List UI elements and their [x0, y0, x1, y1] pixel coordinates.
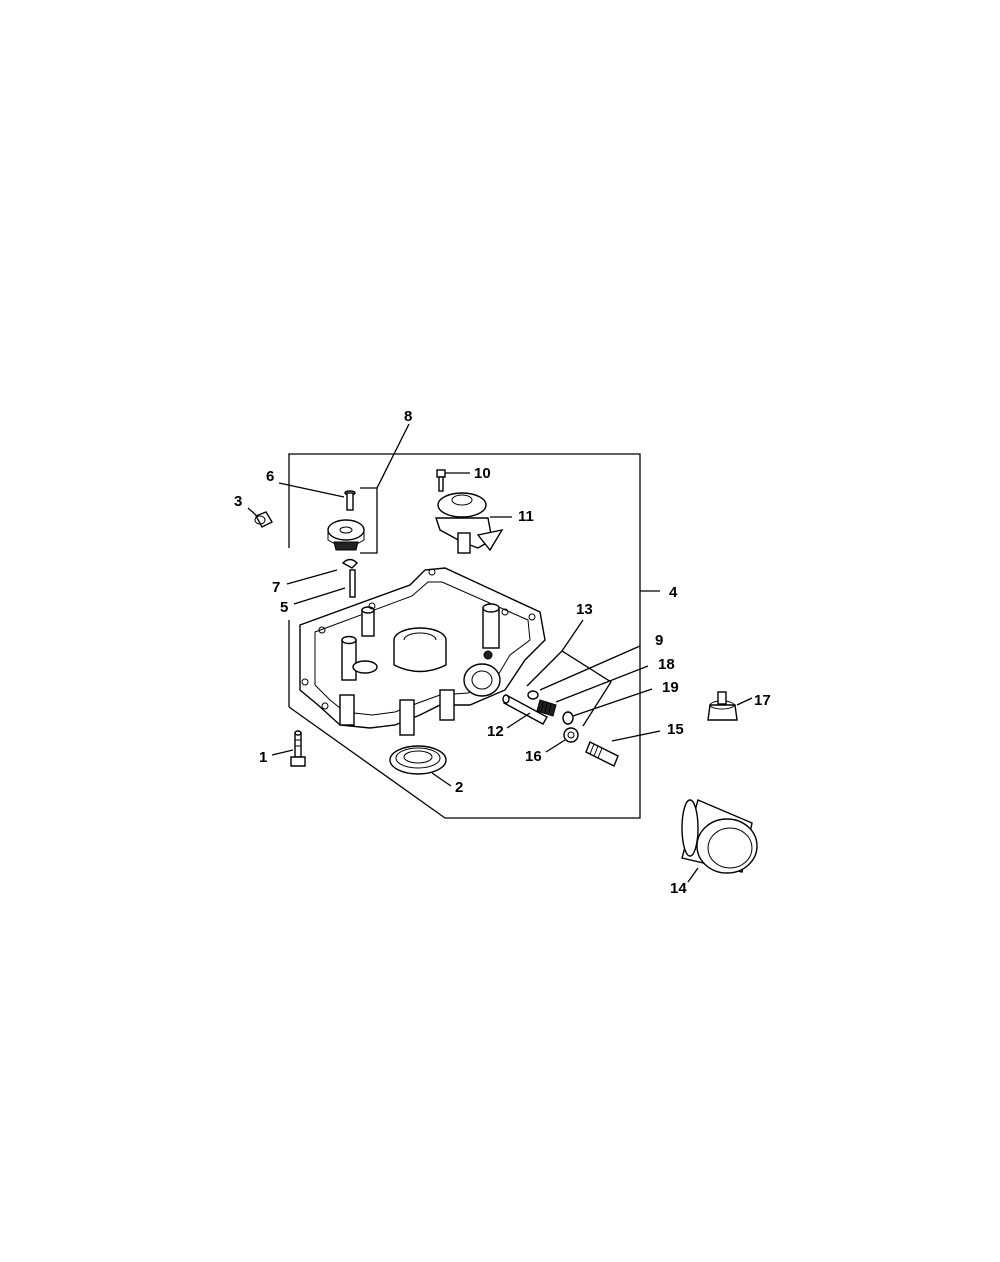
oil-seal-part-2 — [389, 745, 447, 775]
label-11: 11 — [518, 508, 534, 525]
label-18: 18 — [658, 656, 675, 673]
pipe-part-12 — [502, 694, 548, 725]
label-9: 9 — [655, 632, 663, 649]
oil-filter-part-14 — [681, 799, 758, 874]
part-labels: 1 2 3 4 5 6 7 8 9 10 11 12 13 14 15 16 1… — [234, 408, 771, 897]
washer-part-16 — [563, 727, 579, 743]
label-19: 19 — [662, 679, 679, 696]
label-13: 13 — [576, 601, 593, 618]
oil-pan — [299, 567, 546, 736]
label-6: 6 — [266, 468, 274, 485]
label-10: 10 — [474, 465, 491, 482]
o-ring-part-9 — [527, 690, 539, 700]
label-8: 8 — [404, 408, 412, 425]
gear-part-8 — [327, 519, 365, 551]
bolt-part-1 — [290, 730, 306, 767]
bracket-13 — [526, 619, 612, 727]
label-14: 14 — [670, 880, 687, 897]
label-7: 7 — [272, 579, 280, 596]
o-ring-part-19 — [562, 711, 574, 725]
label-3: 3 — [234, 493, 242, 510]
label-16: 16 — [525, 748, 542, 765]
assembly-bracket-4 — [288, 453, 660, 819]
label-5: 5 — [280, 599, 288, 616]
leader-lines — [247, 472, 753, 883]
label-2: 2 — [455, 779, 463, 796]
clip-part-7 — [341, 558, 358, 569]
bolt-part-10 — [436, 469, 446, 492]
adapter-part-15 — [585, 741, 619, 767]
label-17: 17 — [754, 692, 771, 709]
pin-part-5 — [349, 569, 356, 598]
label-4: 4 — [669, 584, 678, 601]
pressure-switch-part-17 — [707, 691, 738, 721]
oil-pump-part-11 — [435, 492, 504, 554]
label-12: 12 — [487, 723, 504, 740]
plug-part-3 — [254, 511, 273, 528]
label-1: 1 — [259, 749, 267, 766]
screen-part-18 — [536, 699, 557, 717]
label-15: 15 — [667, 721, 684, 738]
screw-part-6 — [344, 490, 356, 511]
sub-bracket-8 — [360, 423, 410, 554]
